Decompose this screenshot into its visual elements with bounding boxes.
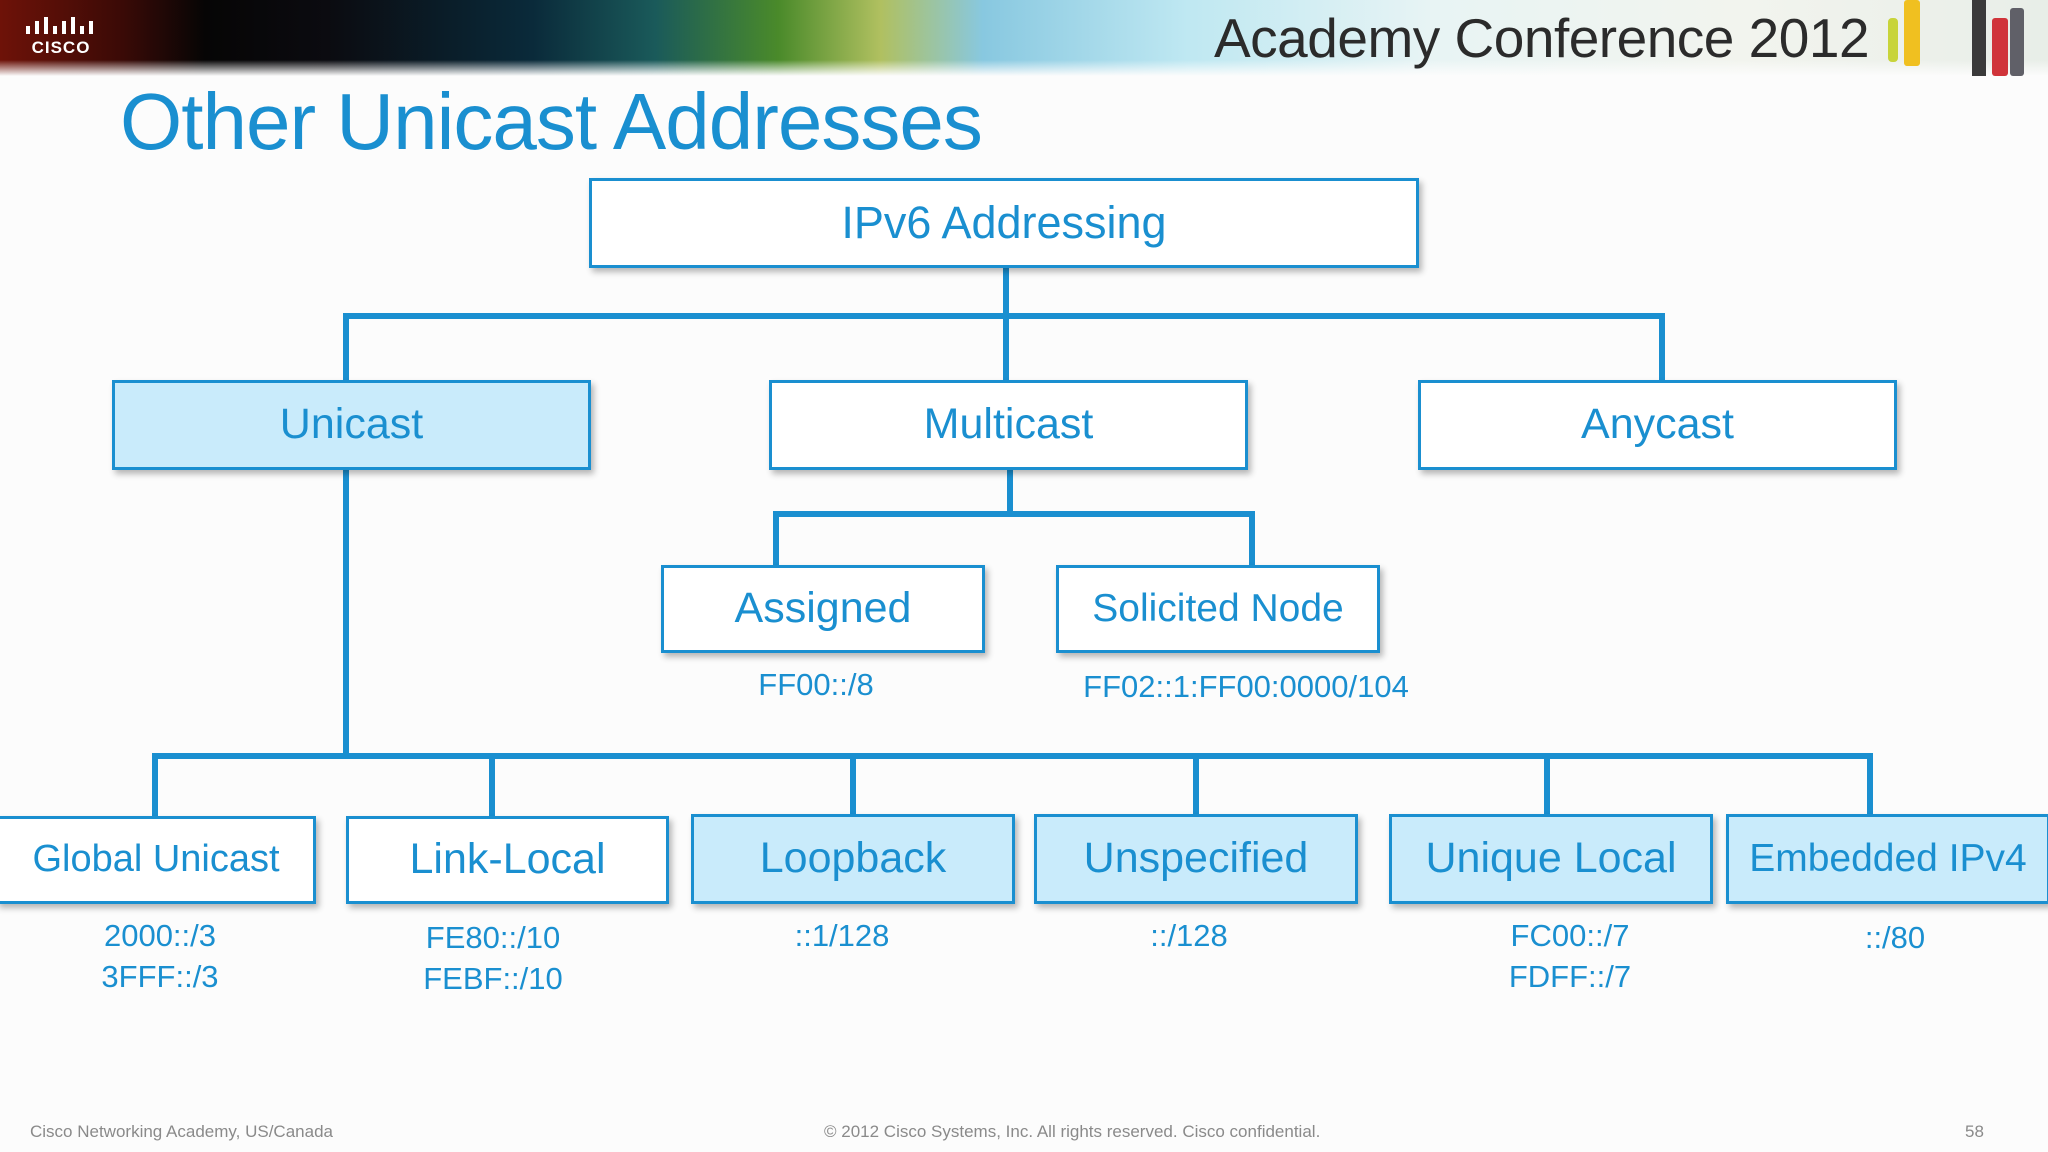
link-local-prefix-start: FE80::/10 (425, 920, 561, 955)
node-assigned: Assigned (661, 565, 985, 653)
header-banner-fade (0, 60, 2048, 76)
conference-title: Academy Conference 2012 (1214, 7, 1870, 69)
embedded-ipv4-prefixes: ::/80 (1755, 917, 2035, 958)
node-unique-local: Unique Local (1389, 814, 1713, 904)
node-embedded-ipv4-label: Embedded IPv4 (1749, 836, 2027, 880)
node-loopback: Loopback (691, 814, 1015, 904)
footer-left: Cisco Networking Academy, US/Canada (30, 1122, 333, 1141)
node-anycast: Anycast (1418, 380, 1897, 470)
node-multicast: Multicast (769, 380, 1248, 470)
node-solicited-node: Solicited Node (1056, 565, 1380, 653)
link-local-prefixes: FE80::/10 FEBF::/10 (353, 917, 633, 999)
loopback-prefixes: ::1/128 (702, 915, 982, 956)
footer-page-number: 58 (1965, 1122, 1984, 1141)
node-unicast: Unicast (112, 380, 591, 470)
solicited-node-prefix: FF02::1:FF00:0000/104 (1083, 669, 1409, 704)
node-global-unicast: Global Unicast (0, 816, 316, 904)
cisco-bars-icon (26, 17, 93, 34)
node-unique-local-label: Unique Local (1425, 834, 1677, 883)
cisco-logo: CISCO (24, 16, 98, 60)
unique-local-prefix-start: FC00::/7 (1510, 918, 1630, 953)
unique-local-prefixes: FC00::/7 FDFF::/7 (1430, 915, 1710, 997)
node-assigned-label: Assigned (734, 584, 912, 633)
link-local-prefix-end: FEBF::/10 (423, 961, 563, 996)
unique-local-prefix-end: FDFF::/7 (1508, 959, 1632, 994)
node-solicited-node-label: Solicited Node (1092, 586, 1344, 630)
embedded-ipv4-prefix: ::/80 (1864, 920, 1926, 955)
global-unicast-prefix-start: 2000::/3 (103, 918, 217, 953)
node-multicast-label: Multicast (923, 400, 1094, 449)
node-link-local-label: Link-Local (409, 835, 606, 884)
unspecified-prefix: ::/128 (1150, 918, 1228, 953)
slide-title: Other Unicast Addresses (120, 77, 983, 166)
node-unspecified: Unspecified (1034, 814, 1358, 904)
assigned-prefix: FF00::/8 (758, 667, 874, 702)
decorative-bars-icon (1888, 0, 2024, 76)
node-ipv6-addressing: IPv6 Addressing (589, 178, 1419, 268)
node-anycast-label: Anycast (1581, 400, 1734, 449)
node-link-local: Link-Local (346, 816, 669, 904)
unspecified-prefixes: ::/128 (1049, 915, 1329, 956)
global-unicast-prefixes: 2000::/3 3FFF::/3 (20, 915, 300, 997)
loopback-prefix: ::1/128 (794, 918, 890, 953)
node-unicast-label: Unicast (279, 400, 424, 449)
global-unicast-prefix-end: 3FFF::/3 (101, 959, 219, 994)
node-ipv6-addressing-label: IPv6 Addressing (841, 197, 1167, 249)
node-loopback-label: Loopback (759, 834, 947, 883)
node-unspecified-label: Unspecified (1083, 834, 1309, 883)
node-embedded-ipv4: Embedded IPv4 (1726, 814, 2048, 904)
node-global-unicast-label: Global Unicast (32, 838, 280, 881)
cisco-wordmark: CISCO (31, 38, 91, 57)
footer-copyright: © 2012 Cisco Systems, Inc. All rights re… (824, 1122, 1321, 1141)
